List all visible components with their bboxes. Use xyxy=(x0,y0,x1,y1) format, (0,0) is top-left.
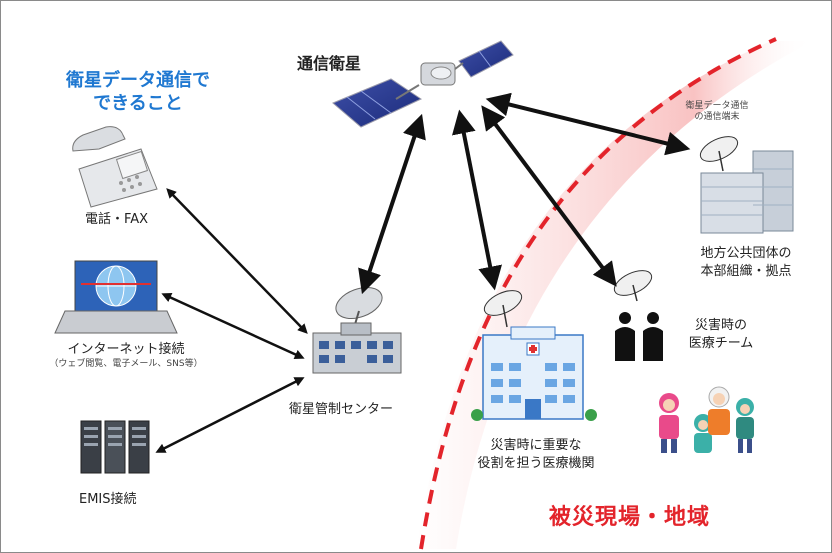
arrow-satellite-hospital xyxy=(452,109,502,291)
medical-team-line-2: 医療チーム xyxy=(688,335,754,351)
medical-team-label: 災害時の 医療チーム xyxy=(681,317,761,352)
internet-label: インターネット接続 xyxy=(67,342,185,357)
satellite-label: 通信衛星 xyxy=(297,54,362,73)
terminal-note-line-1: 衛星データ通信 xyxy=(685,101,749,111)
hospital-label: 災害時に重要な 役割を担う医療機関 xyxy=(461,437,611,472)
local-government-line-1: 地方公共団体の xyxy=(700,246,792,261)
local-government-label: 地方公共団体の 本部組織・拠点 xyxy=(681,245,811,280)
heading-line-2: できること xyxy=(93,93,183,115)
internet-label-group: インターネット接続 （ウェブ閲覧、電子メール、SNS等） xyxy=(41,341,211,370)
local-government-building-icon xyxy=(699,136,794,234)
hospital-icon xyxy=(471,290,597,421)
internet-note: （ウェブ閲覧、電子メール、SNS等） xyxy=(49,358,203,369)
hospital-line-1: 災害時に重要な xyxy=(490,438,582,453)
heading-line-1: 衛星データ通信で xyxy=(66,70,210,91)
arrow-internet-center xyxy=(161,292,305,360)
terminal-note: 衛星データ通信 の通信端末 xyxy=(677,101,757,124)
medical-team-icon xyxy=(613,270,663,361)
diagram-heading: 衛星データ通信で できること xyxy=(53,69,223,116)
arrow-satellite-center xyxy=(358,113,426,295)
disaster-area-label: 被災現場・地域 xyxy=(549,505,711,530)
local-government-line-2: 本部組織・拠点 xyxy=(700,263,792,279)
terminal-note-line-2: の通信端末 xyxy=(694,112,740,123)
telephone-icon xyxy=(72,126,158,208)
hospital-line-2: 役割を担う医療機関 xyxy=(477,455,595,471)
arrow-emis-center xyxy=(155,377,305,453)
emis-label: EMIS接続 xyxy=(79,492,137,507)
medical-team-line-1: 災害時の xyxy=(694,318,747,333)
disaster-zone-boundary xyxy=(419,37,777,550)
evacuees-icon xyxy=(659,386,754,453)
arrow-phone-center xyxy=(166,188,308,334)
arrow-satellite-medical-team xyxy=(481,105,617,287)
phone-label: 電話・FAX xyxy=(85,212,149,227)
emis-server-icon xyxy=(80,420,150,474)
internet-globe-icon xyxy=(54,260,178,334)
control-center-icon xyxy=(312,286,402,374)
control-center-label: 衛星管制センター xyxy=(289,402,394,417)
